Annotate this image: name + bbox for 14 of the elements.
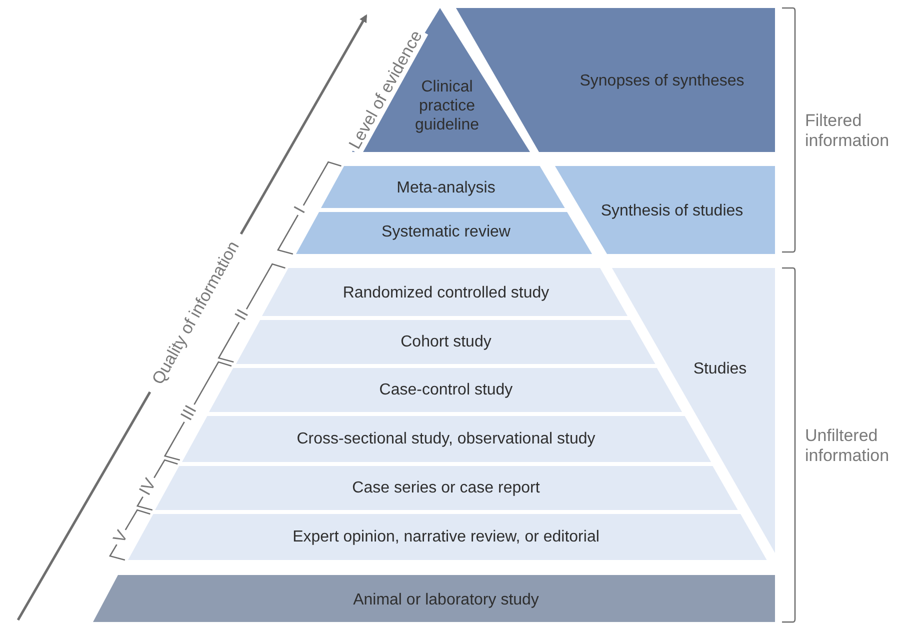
- layer-label: Cohort study: [400, 332, 492, 352]
- group-label: Unfiltered information: [805, 426, 890, 466]
- layer-label: Synthesis of studies: [600, 202, 744, 220]
- group-label: Filtered information: [805, 111, 890, 151]
- layer-label: Meta-analysis: [396, 178, 496, 198]
- layer-label: Expert opinion, narrative review, or editorial: [292, 528, 600, 546]
- layer-label: Studies: [693, 360, 747, 378]
- layer-label: Case series or case report: [352, 478, 540, 498]
- layer-label: Randomized controlled study: [342, 284, 550, 302]
- layer-label: Animal or laboratory study: [353, 590, 539, 610]
- layer-label: Case-control study: [379, 380, 513, 400]
- layer-label: Systematic review: [382, 222, 510, 242]
- layer-label: Cross-sectional study, observational study: [296, 430, 596, 448]
- layer-label: Synopses of syntheses: [580, 72, 744, 90]
